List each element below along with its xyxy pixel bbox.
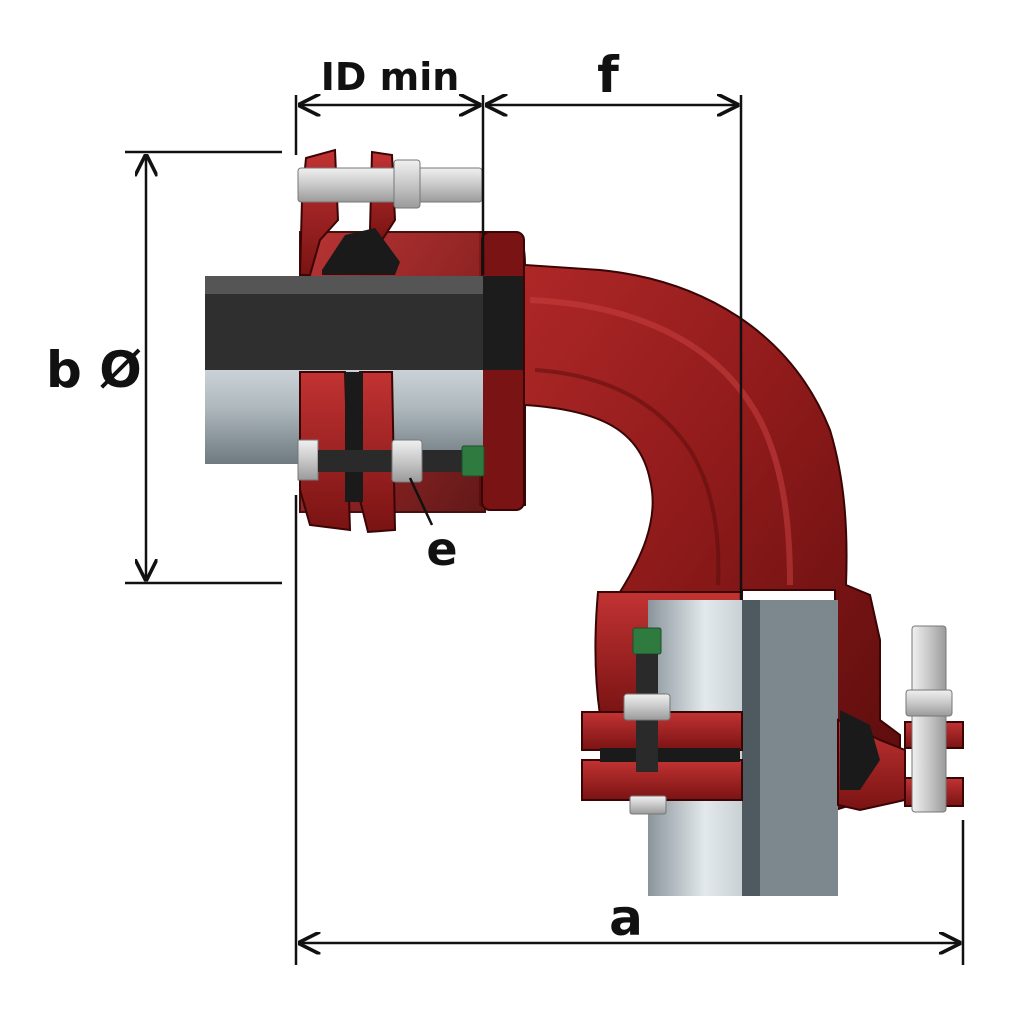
id-min-label: ID min [321,55,460,99]
e-label: e [426,522,457,576]
upper-left-bolt [297,159,483,209]
a-label: a [609,889,643,947]
right-vertical-bolt [905,625,953,813]
lower-left-vertical-bolt [623,627,671,815]
b-diameter-label: b Ø [46,341,142,399]
lower-left-bolt [297,439,485,483]
dimension-lines [125,95,965,965]
horizontal-pipe [205,276,523,464]
f-label: f [597,46,620,104]
